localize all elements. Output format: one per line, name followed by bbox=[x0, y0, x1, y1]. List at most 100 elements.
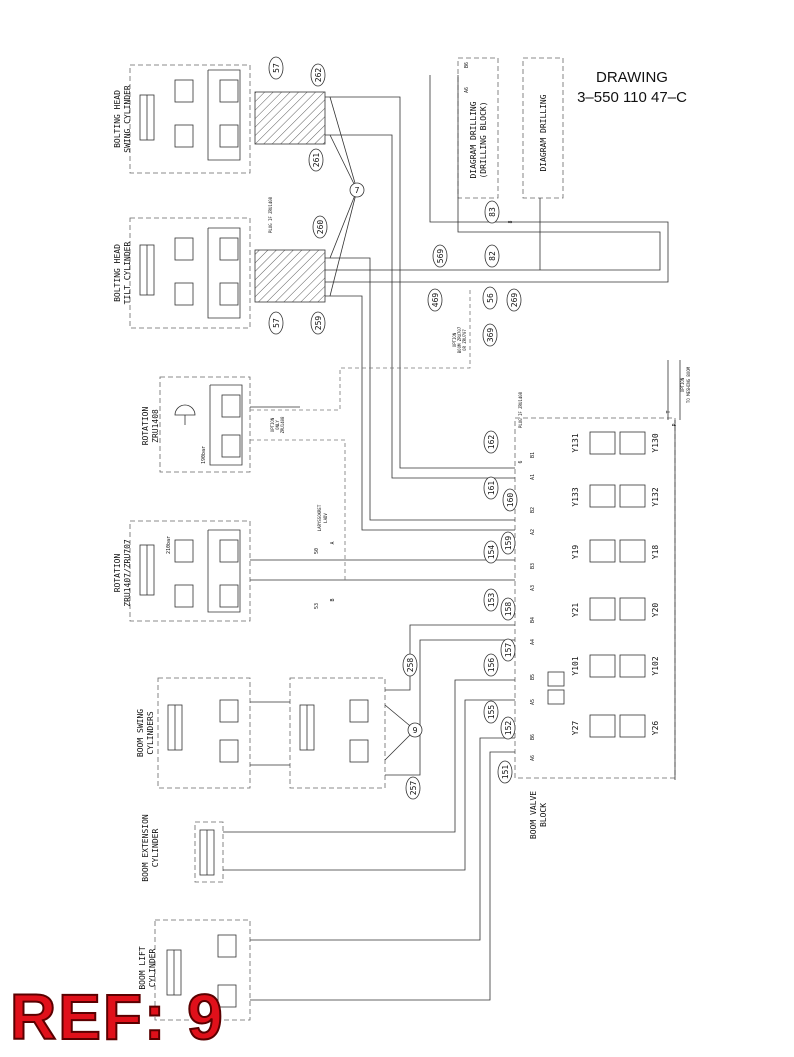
svg-text:156: 156 bbox=[487, 658, 496, 673]
label-bolting-head-swing: BOLTING HEAD SWING CYLINDER bbox=[113, 85, 132, 153]
label-boom-lift: BOOM LIFT CYLINDER bbox=[138, 946, 157, 990]
svg-text:CYLINDERS: CYLINDERS bbox=[146, 711, 155, 755]
svg-text:157: 157 bbox=[504, 643, 513, 658]
frame-boom-lift bbox=[154, 919, 251, 1021]
svg-text:DIAGRAM DRILLING: DIAGRAM DRILLING bbox=[469, 101, 478, 178]
valve-ports: B1 A1 B2 A2 B3 A3 B4 A4 B5 A5 B6 A6 P T … bbox=[464, 62, 678, 761]
frame-diagram-drilling bbox=[522, 57, 564, 199]
svg-text:LADV: LADV bbox=[323, 513, 328, 523]
svg-text:TILT CYLINDER: TILT CYLINDER bbox=[123, 242, 132, 305]
svg-text:Y19: Y19 bbox=[571, 545, 580, 560]
svg-text:83: 83 bbox=[488, 207, 497, 217]
cylinder-boom-swing-left bbox=[167, 704, 183, 751]
svg-text:Y18: Y18 bbox=[651, 545, 660, 560]
svg-text:CYLINDER: CYLINDER bbox=[151, 829, 160, 868]
svg-text:B: B bbox=[330, 598, 336, 601]
svg-text:Y130: Y130 bbox=[651, 433, 660, 452]
note-plug-zru1408-b: PLUG IF ZRU1408 bbox=[518, 391, 523, 428]
cylinder-rotation-zru1407 bbox=[139, 544, 155, 596]
manifold-tilt bbox=[254, 249, 326, 303]
svg-text:9: 9 bbox=[413, 726, 418, 735]
svg-text:A3: A3 bbox=[530, 585, 536, 591]
svg-text:P: P bbox=[672, 423, 678, 426]
svg-text:LARYSSOKRET: LARYSSOKRET bbox=[317, 504, 322, 531]
drawing-title-line1: DRAWING bbox=[596, 69, 668, 86]
size-50: 50 bbox=[314, 548, 320, 554]
cartridges-boom-lift bbox=[217, 934, 237, 1008]
svg-text:190bar: 190bar bbox=[201, 446, 207, 464]
svg-text:A1: A1 bbox=[530, 474, 536, 480]
svg-text:Y132: Y132 bbox=[651, 487, 660, 506]
svg-text:BOLTING HEAD: BOLTING HEAD bbox=[113, 244, 122, 302]
label-bolting-head-tilt: BOLTING HEAD TILT CYLINDER bbox=[113, 242, 132, 305]
svg-text:Y26: Y26 bbox=[651, 721, 660, 736]
frame-boom-swing-right bbox=[289, 677, 386, 789]
svg-text:B3: B3 bbox=[530, 563, 536, 569]
frame-rotation-zru1408 bbox=[159, 376, 251, 473]
svg-text:BOOM ZRU707: BOOM ZRU707 bbox=[457, 326, 462, 353]
svg-text:PLUG IF ZRU1408: PLUG IF ZRU1408 bbox=[518, 391, 523, 428]
svg-text:257: 257 bbox=[409, 781, 418, 796]
svg-text:53: 53 bbox=[314, 603, 320, 609]
svg-text:A6: A6 bbox=[464, 87, 470, 93]
cartridges-rotation-zru1407 bbox=[174, 529, 241, 613]
svg-text:260: 260 bbox=[316, 220, 325, 235]
svg-text:160: 160 bbox=[506, 493, 515, 508]
svg-text:155: 155 bbox=[487, 705, 496, 720]
svg-text:ROTATION: ROTATION bbox=[141, 407, 150, 446]
svg-text:161: 161 bbox=[487, 481, 496, 496]
svg-text:B2: B2 bbox=[530, 507, 536, 513]
svg-text:BLOCK: BLOCK bbox=[539, 803, 548, 827]
cartridges-bolting-head-tilt bbox=[174, 227, 241, 319]
pressure-190bar: 190bar bbox=[201, 446, 207, 464]
svg-text:7: 7 bbox=[355, 186, 360, 195]
hydraulic-lines bbox=[223, 75, 681, 1001]
svg-text:269: 269 bbox=[510, 293, 519, 308]
svg-text:DIAGRAM DRILLING: DIAGRAM DRILLING bbox=[539, 94, 548, 171]
valve-sections bbox=[547, 431, 646, 738]
svg-text:Y131: Y131 bbox=[571, 433, 580, 452]
pressure-210bar: 210bar bbox=[166, 536, 172, 554]
svg-text:369: 369 bbox=[486, 328, 495, 343]
frame-diagram-drilling-block bbox=[457, 57, 499, 199]
size-a: A bbox=[330, 541, 336, 544]
size-b: B bbox=[330, 598, 336, 601]
svg-text:B4: B4 bbox=[530, 617, 536, 623]
size-53: 53 bbox=[314, 603, 320, 609]
svg-text:258: 258 bbox=[406, 658, 415, 673]
reference-label: REF: 9 bbox=[9, 981, 225, 1053]
label-boom-extension: BOOM EXTENSION CYLINDER bbox=[141, 814, 160, 882]
svg-text:B6: B6 bbox=[464, 62, 470, 68]
dashed-pilot-lines bbox=[250, 290, 471, 580]
svg-text:ROTATION: ROTATION bbox=[113, 554, 122, 593]
manifold-swing bbox=[254, 91, 326, 145]
cartridges-boom-swing bbox=[219, 699, 369, 763]
svg-text:A4: A4 bbox=[530, 639, 536, 645]
svg-text:259: 259 bbox=[314, 316, 323, 331]
svg-text:BOOM EXTENSION: BOOM EXTENSION bbox=[141, 814, 150, 882]
svg-text:OPTION: OPTION bbox=[452, 332, 457, 347]
svg-text:B6: B6 bbox=[530, 734, 536, 740]
svg-text:SWING CYLINDER: SWING CYLINDER bbox=[123, 85, 132, 153]
cartridges-bolting-head-swing bbox=[174, 69, 241, 161]
svg-text:OR ZRU707: OR ZRU707 bbox=[462, 329, 467, 351]
svg-text:BOOM VALVE: BOOM VALVE bbox=[529, 791, 538, 839]
svg-text:OPTION: OPTION bbox=[270, 417, 275, 432]
svg-text:BOOM SWING: BOOM SWING bbox=[136, 709, 145, 757]
label-diagram-drilling: DIAGRAM DRILLING bbox=[539, 94, 548, 171]
svg-text:6: 6 bbox=[518, 460, 524, 463]
svg-text:Y133: Y133 bbox=[571, 487, 580, 506]
label-boom-swing: BOOM SWING CYLINDERS bbox=[136, 709, 155, 757]
svg-text:A: A bbox=[330, 541, 336, 544]
note-plug-zru1408: PLUG IF ZRU1408 bbox=[268, 196, 273, 233]
note-larger-valve: LARYSSOKRET LADV bbox=[317, 504, 328, 531]
svg-text:153: 153 bbox=[487, 593, 496, 608]
svg-text:162: 162 bbox=[487, 435, 496, 450]
label-rotation-zru1408: ROTATION ZRU1408 bbox=[141, 407, 160, 446]
svg-text:ONLY: ONLY bbox=[275, 420, 280, 430]
svg-text:152: 152 bbox=[504, 721, 513, 736]
svg-text:56: 56 bbox=[486, 293, 495, 303]
svg-text:Y21: Y21 bbox=[571, 603, 580, 618]
